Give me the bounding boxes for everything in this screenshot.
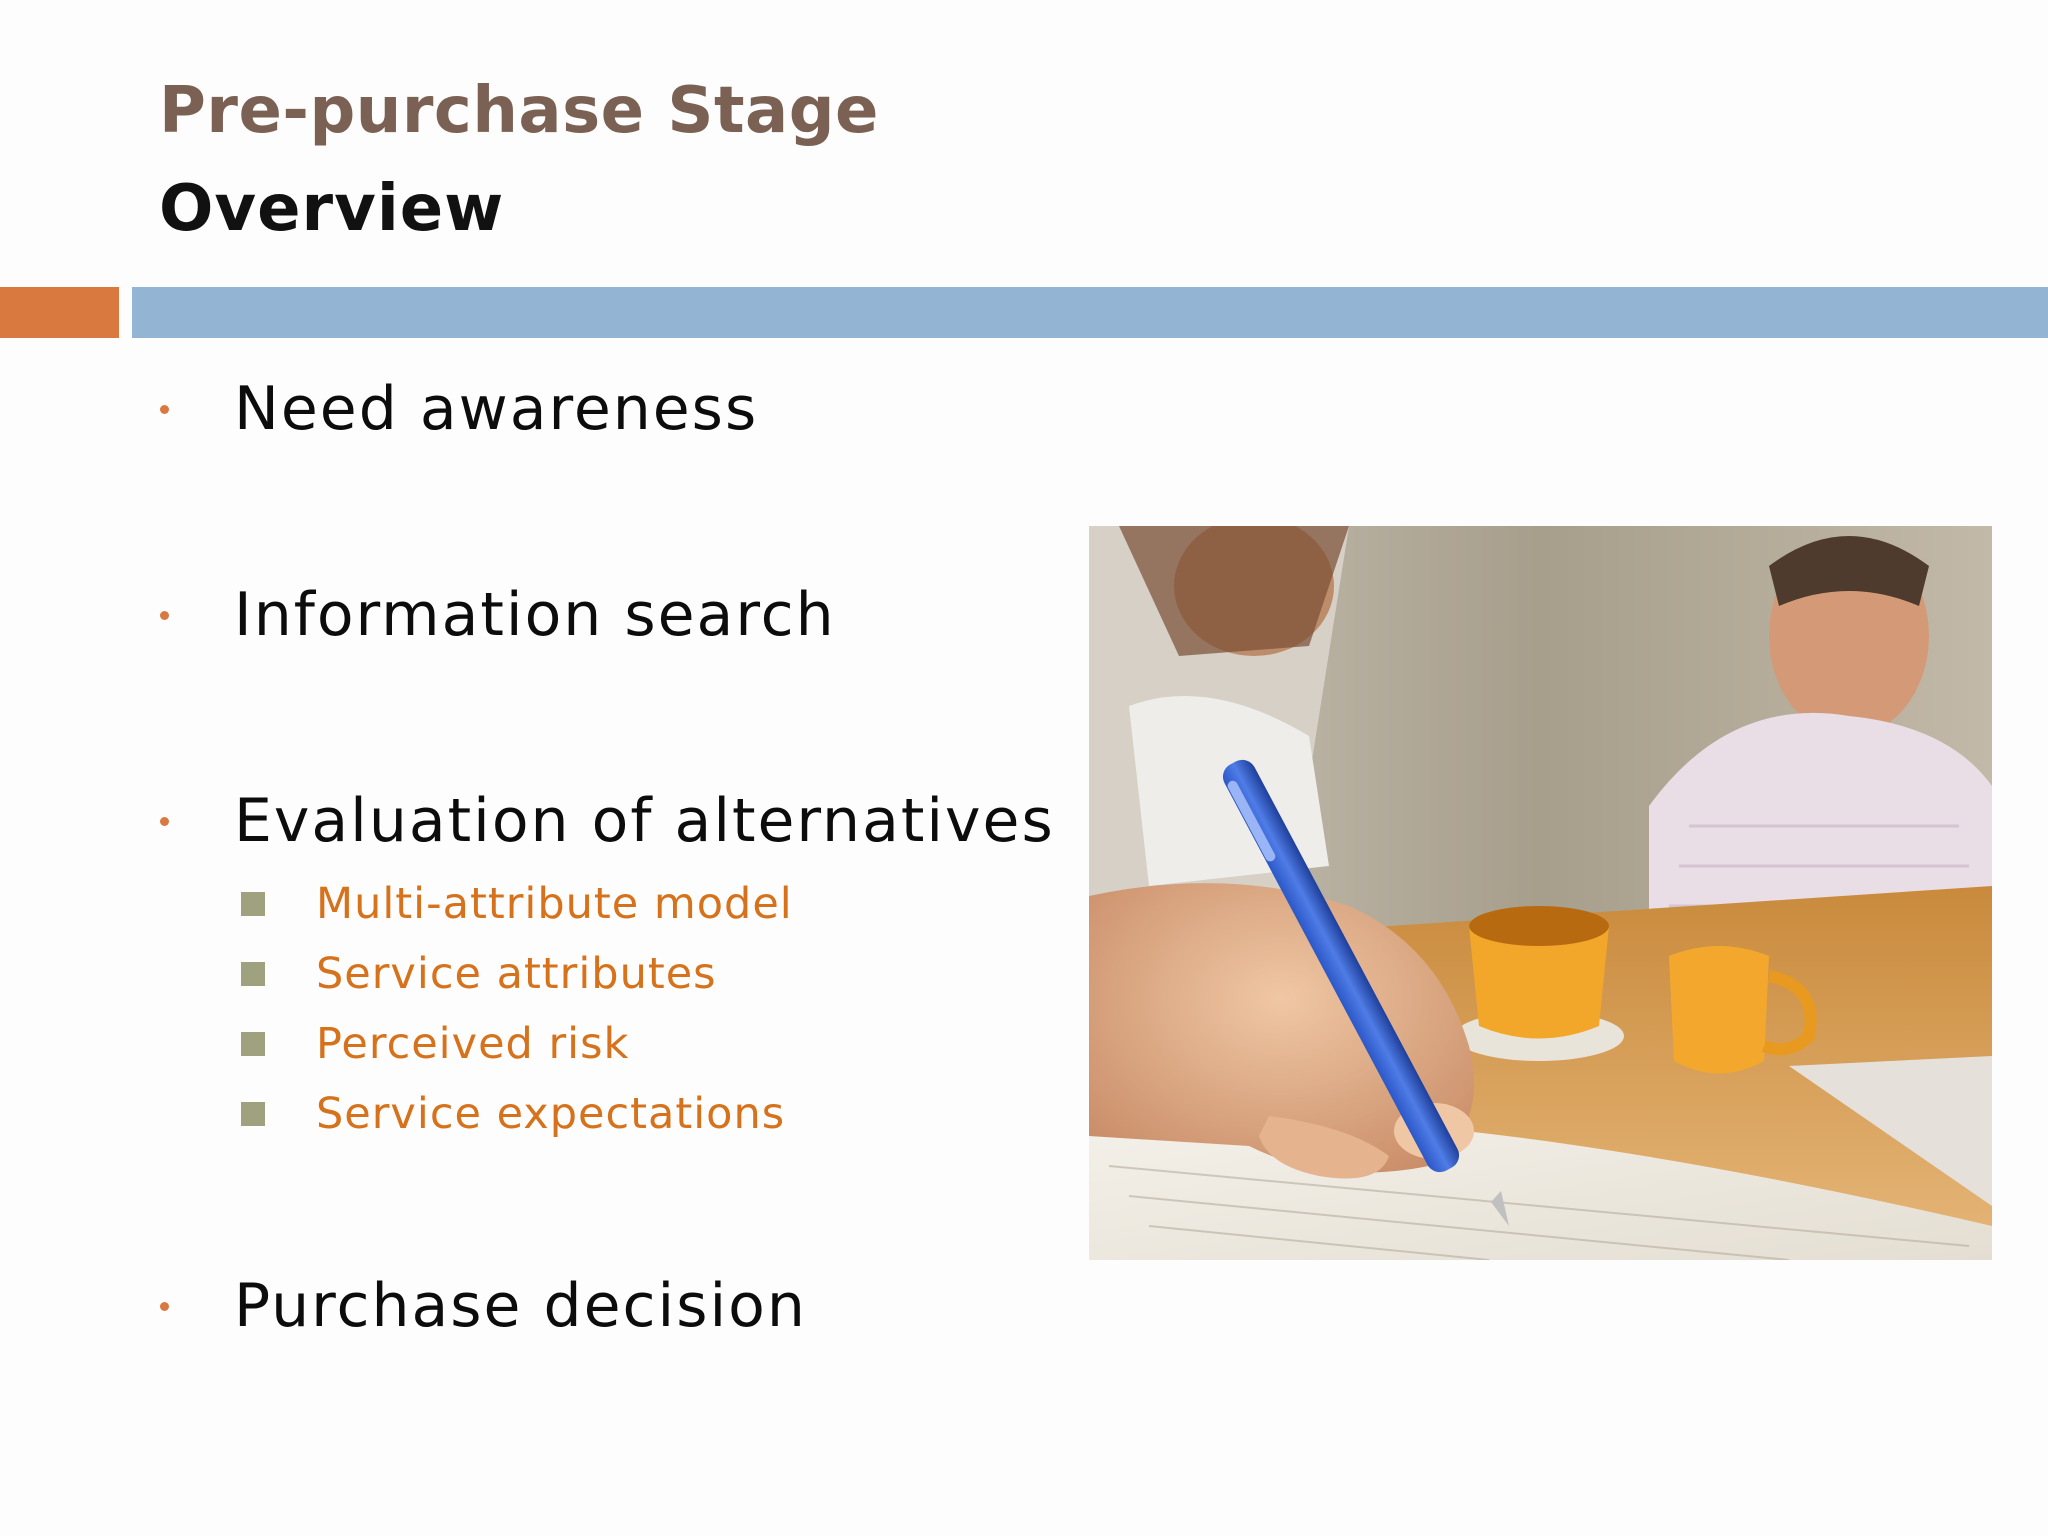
meeting-photo	[1089, 526, 1992, 1260]
bullet-label: Information search	[234, 580, 836, 650]
sub-item-label: Perceived risk	[316, 1019, 630, 1069]
square-bullet-icon	[241, 1032, 265, 1056]
sub-item-perceived-risk: Perceived risk	[241, 1016, 629, 1072]
sub-item-service-expectations: Service expectations	[241, 1086, 785, 1142]
bullet-need-awareness: Need awareness	[160, 369, 758, 449]
header-accent-bar	[0, 287, 119, 338]
bullet-dot-icon	[160, 404, 169, 414]
bullet-label: Need awareness	[234, 374, 759, 444]
slide-subtitle: Overview	[159, 172, 505, 246]
sub-item-multi-attribute-model: Multi-attribute model	[241, 876, 793, 932]
sub-item-service-attributes: Service attributes	[241, 946, 717, 1002]
slide-title: Pre-purchase Stage	[159, 74, 879, 148]
bullet-label: Evaluation of alternatives	[234, 786, 1055, 856]
square-bullet-icon	[241, 962, 265, 986]
bullet-label: Purchase decision	[234, 1271, 807, 1341]
bullet-dot-icon	[160, 610, 169, 620]
square-bullet-icon	[241, 1102, 265, 1126]
bullet-dot-icon	[160, 816, 169, 826]
sub-item-label: Service expectations	[316, 1089, 786, 1139]
bullet-evaluation-of-alternatives: Evaluation of alternatives	[160, 781, 1055, 861]
bullet-information-search: Information search	[160, 575, 836, 655]
header-divider-bar	[132, 287, 2048, 338]
bullet-dot-icon	[160, 1301, 169, 1311]
sub-item-label: Service attributes	[316, 949, 717, 999]
sub-item-label: Multi-attribute model	[316, 879, 793, 929]
square-bullet-icon	[241, 892, 265, 916]
bullet-purchase-decision: Purchase decision	[160, 1266, 807, 1346]
